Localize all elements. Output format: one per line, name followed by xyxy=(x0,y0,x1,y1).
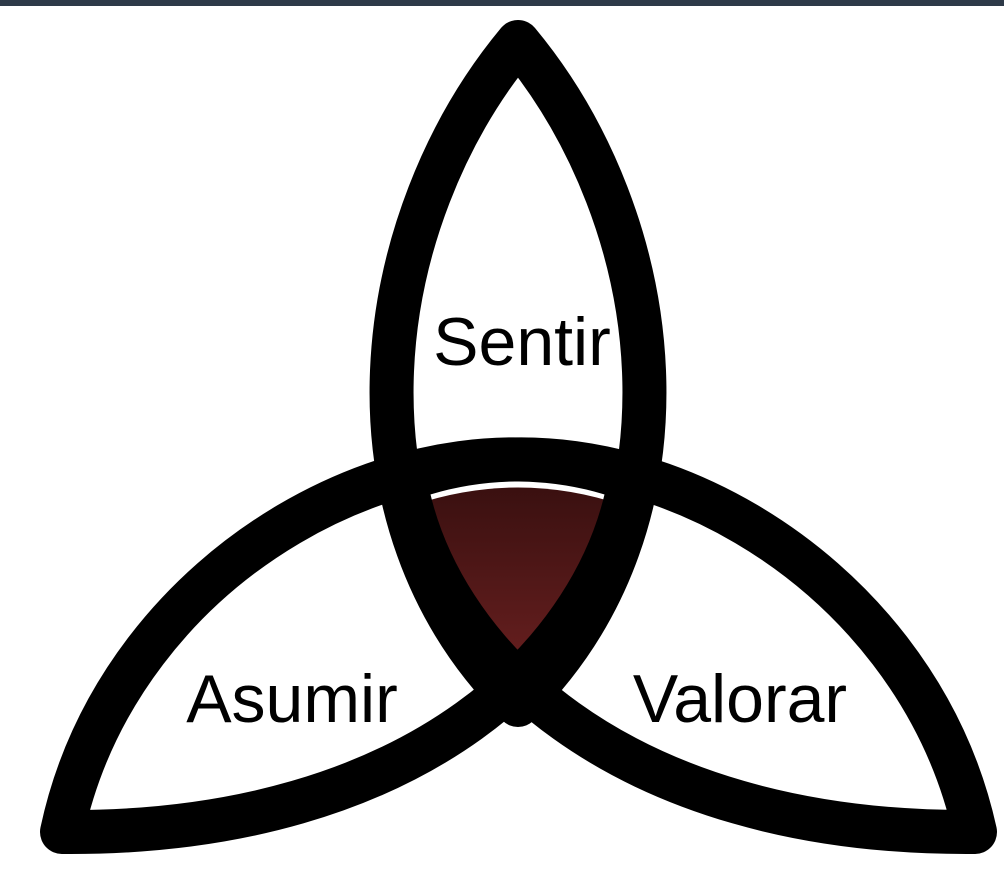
top-lobe-label: Sentir xyxy=(433,304,611,380)
left-lobe-label: Asumir xyxy=(186,661,398,737)
right-lobe-label: Valorar xyxy=(633,661,847,737)
